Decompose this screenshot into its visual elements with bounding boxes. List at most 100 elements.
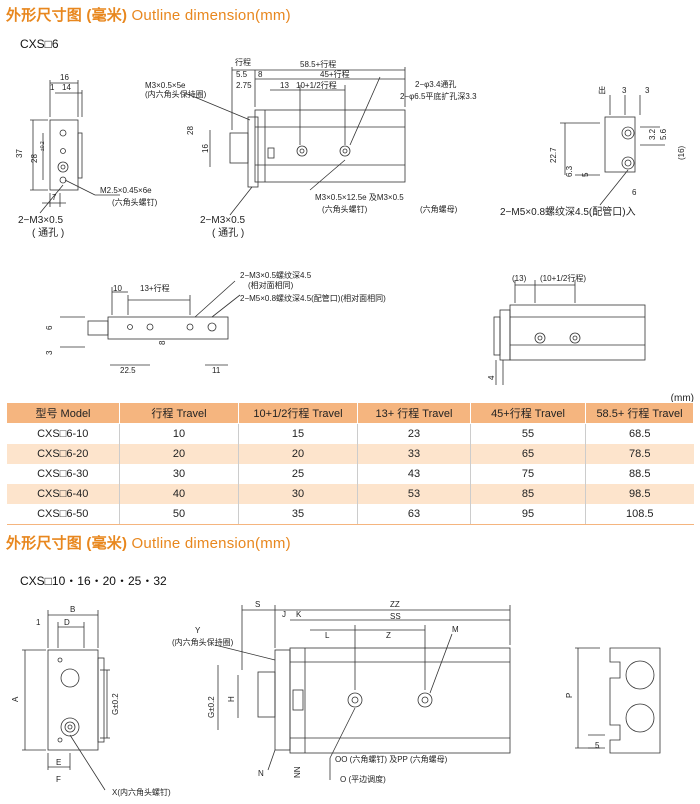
cell: 65	[470, 444, 586, 464]
dim-28-b: 28	[186, 126, 195, 135]
dim-E: E	[56, 758, 61, 767]
cell: 43	[357, 464, 471, 484]
dim-56: 5.6	[659, 128, 668, 140]
label-hexbolt2: (六角头螺钉)	[322, 204, 368, 214]
dim-55: 5.5	[236, 70, 248, 79]
cell: 30	[238, 484, 358, 504]
label-m25: M2.5×0.45×6e	[100, 186, 152, 195]
dim-63: 6.3	[565, 165, 574, 177]
label-phi65: 2−φ6.5平底扩孔深3.3	[400, 91, 477, 101]
cell: 20	[238, 444, 358, 464]
dim-1: 1	[50, 83, 55, 92]
cell: 10	[119, 423, 239, 444]
label-hexbolt: (六角头螺钉)	[112, 197, 158, 207]
series-front-body	[47, 649, 99, 751]
label-m5-thread: 2−M5×0.8螺纹深4.5(配管口)(相对面相同)	[240, 293, 386, 303]
label-m3x05x5e: M3×0.5×5e	[145, 81, 186, 90]
cell: CXS□6-40	[6, 484, 120, 504]
cell: 33	[357, 444, 471, 464]
dim-45-stroke: 45+行程	[320, 69, 350, 79]
dim-M: M	[452, 625, 459, 634]
dim-B: B	[70, 605, 75, 614]
section2-title-en: Outline dimension(mm)	[131, 535, 291, 552]
end-view-body	[604, 116, 636, 173]
cell: 15	[238, 423, 358, 444]
cell: 30	[119, 464, 239, 484]
cell: 68.5	[585, 423, 694, 444]
label-hexnut: (六角螺母)	[420, 204, 458, 214]
cell: 95	[470, 504, 586, 525]
dim-225: 22.5	[120, 366, 136, 375]
dim-Z: Z	[386, 631, 391, 640]
dim-10-half-stroke: 10+1/2行程	[296, 80, 337, 90]
cell: 75	[470, 464, 586, 484]
dim-37: 37	[15, 149, 24, 158]
cell: 78.5	[585, 444, 694, 464]
dim-G02: G±0.2	[111, 693, 120, 715]
label-sameside-a: (相对面相同)	[248, 280, 294, 290]
dim-16-b: 16	[201, 144, 210, 153]
unit-label: (mm)	[670, 393, 694, 404]
label-phi34: 2−φ3.4通孔	[415, 79, 456, 89]
side-view-body	[254, 109, 406, 183]
cell: 108.5	[585, 504, 694, 525]
label-through: ( 通孔 )	[32, 227, 64, 239]
label-m5-port: 2−M5×0.8螺纹深4.5(配管口)入	[500, 205, 636, 218]
cell: CXS□6-20	[6, 444, 120, 464]
series-end-body	[609, 647, 661, 754]
label-m3-thread: 2−M3×0.5螺纹深4.5	[240, 270, 312, 280]
dim-3c: 3	[45, 350, 54, 355]
dim-10: 10	[113, 284, 122, 293]
dim-F: F	[56, 775, 61, 784]
label-OO: OO (六角螺钉) 及PP (六角螺母)	[335, 754, 448, 764]
cxs6-drawing: 16 14 1 37 28 ±0.2 7 M2.5×0.45×6e (六角头螺钉…	[15, 57, 686, 385]
cell: CXS□6-10	[6, 423, 120, 444]
section2-title-cn: 外形尺寸图 (毫米)	[6, 535, 128, 552]
label-x-hex: X(内六角头螺钉)	[112, 787, 171, 797]
dim-P5: 5	[595, 741, 600, 750]
cxs-series-drawing: B D 1 A G±0.2 E F X(内六角头螺钉) S J K ZZ SS …	[11, 600, 661, 797]
series-side-body	[289, 647, 511, 754]
col-model: 型号 Model	[6, 402, 120, 424]
label-through-b: ( 通孔 )	[212, 227, 244, 239]
dim-N: N	[258, 769, 264, 778]
dim-H: H	[227, 696, 236, 702]
label-out: 出	[598, 85, 606, 95]
dim-585-stroke: 58.5+行程	[300, 59, 336, 69]
label-holdscrew: (内六角头保持圈)	[145, 89, 207, 99]
dim-14: 14	[62, 83, 71, 92]
cell: 50	[119, 504, 239, 525]
dim-13-stroke: 13+行程	[140, 283, 170, 293]
dim-28: 28	[30, 154, 39, 163]
dim-6: 6	[632, 188, 637, 197]
dim-stroke-a: 行程	[235, 57, 251, 67]
cell: 35	[238, 504, 358, 525]
dim-227: 22.7	[549, 147, 558, 163]
dim-6b: 6	[45, 325, 54, 330]
spec-table: 型号 Model 行程 Travel 10+1/2行程 Travel 13+ 行…	[6, 402, 694, 525]
cell: 40	[119, 484, 239, 504]
dim-NN: NN	[293, 766, 302, 778]
col-13: 13+ 行程 Travel	[357, 402, 471, 424]
label-m3-through: 2−M3×0.5	[18, 215, 63, 226]
dim-16: 16	[60, 73, 69, 82]
dim-10p-stroke: (10+1/2行程)	[540, 273, 586, 283]
dim-K: K	[296, 610, 302, 619]
dim-16p: (16)	[677, 145, 686, 160]
dim-Y: Y	[195, 626, 201, 635]
dim-7: 7	[52, 193, 57, 202]
dim-8b: 8	[158, 340, 167, 345]
dim-3a: 3	[622, 86, 627, 95]
col-585: 58.5+ 行程 Travel	[585, 402, 694, 424]
dim-3b: 3	[645, 86, 650, 95]
dim-D: D	[64, 618, 70, 627]
dim-S: S	[255, 600, 260, 609]
section1-title-cn: 外形尺寸图 (毫米)	[6, 7, 128, 24]
label-m3x125: M3×0.5×12.5e 及M3×0.5	[315, 193, 404, 202]
label-O: O (平边调度)	[340, 774, 386, 784]
cell: 23	[357, 423, 471, 444]
